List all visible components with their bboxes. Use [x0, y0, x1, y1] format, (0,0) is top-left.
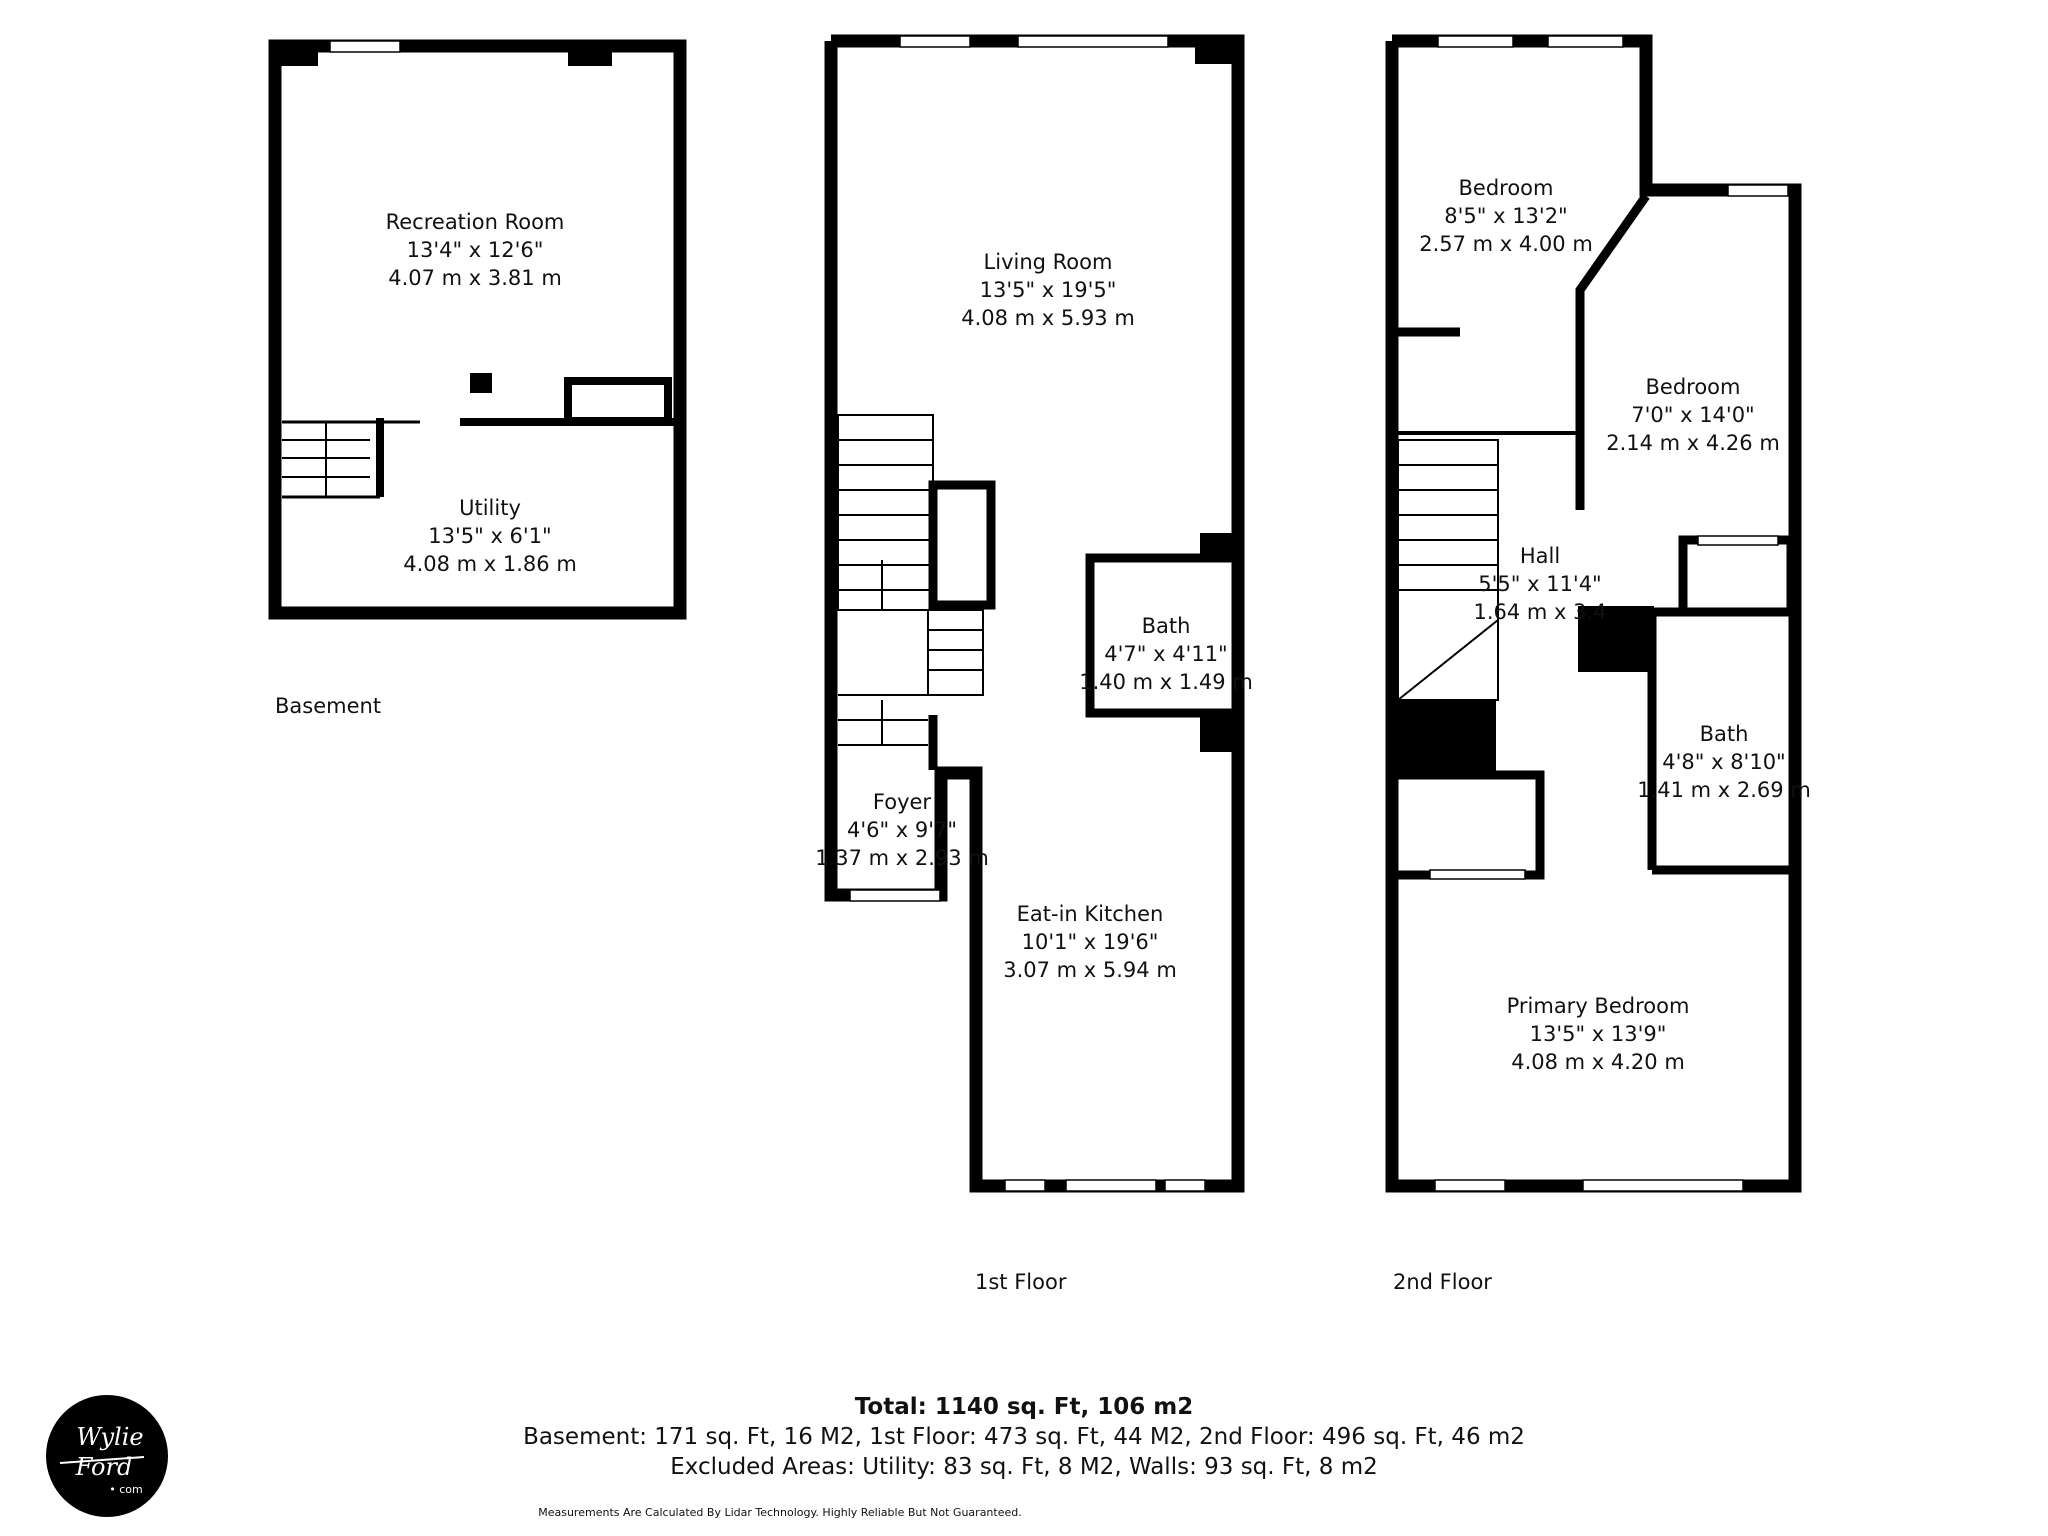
floor-label-2nd: 2nd Floor — [1393, 1270, 1492, 1294]
room-size-imperial: 10'1" x 19'6" — [1021, 930, 1159, 954]
room-name: Bedroom — [1458, 176, 1554, 200]
room-size-metric: 3.07 m x 5.94 m — [1003, 958, 1177, 982]
room-size-imperial: 13'5" x 19'5" — [979, 278, 1117, 302]
room-label-hall: Hall 5'5" x 11'4" 1.64 m x 3.4 — [1473, 542, 1606, 626]
room-size-metric: 4.08 m x 4.20 m — [1511, 1050, 1685, 1074]
room-name: Hall — [1519, 544, 1561, 568]
room-size-imperial: 13'5" x 6'1" — [428, 524, 552, 548]
room-size-imperial: 8'5" x 13'2" — [1444, 204, 1568, 228]
basement-plan — [268, 39, 687, 620]
room-label-living-room: Living Room 13'5" x 19'5" 4.08 m x 5.93 … — [961, 248, 1135, 332]
floor-label-basement: Basement — [275, 694, 382, 718]
floor-breakdown: Basement: 171 sq. Ft, 16 M2, 1st Floor: … — [523, 1424, 1525, 1450]
room-size-metric: 1.64 m x 3.4 — [1473, 600, 1607, 624]
room-size-metric: 2.14 m x 4.26 m — [1606, 431, 1780, 455]
area-summary: Total: 1140 sq. Ft, 106 m2 Basement: 171… — [0, 1392, 2048, 1482]
room-label-bath-1st: Bath 4'7" x 4'11" 1.40 m x 1.49 m — [1079, 612, 1253, 696]
room-label-bedroom-2: Bedroom 7'0" x 14'0" 2.14 m x 4.26 m — [1606, 373, 1780, 457]
room-label-bedroom-1: Bedroom 8'5" x 13'2" 2.57 m x 4.00 m — [1419, 174, 1593, 258]
logo-text-3: • com — [109, 1483, 142, 1496]
logo-stroke — [59, 1456, 145, 1464]
floor-label-1st: 1st Floor — [975, 1270, 1067, 1294]
room-name: Foyer — [872, 790, 932, 814]
disclaimer: Measurements Are Calculated By Lidar Tec… — [538, 1506, 1022, 1519]
room-size-imperial: 4'6" x 9'7" — [846, 818, 958, 842]
room-size-imperial: 4'8" x 8'10" — [1662, 750, 1786, 774]
wall-blocks — [278, 42, 1654, 772]
logo-text-2: Ford — [75, 1453, 133, 1481]
room-size-metric: 2.57 m x 4.00 m — [1419, 232, 1593, 256]
room-size-metric: 4.07 m x 3.81 m — [388, 266, 562, 290]
total-area: Total: 1140 sq. Ft, 106 m2 — [854, 1394, 1194, 1420]
room-label-utility: Utility 13'5" x 6'1" 4.08 m x 1.86 m — [403, 494, 577, 578]
room-size-metric: 1.41 m x 2.69 m — [1637, 778, 1811, 802]
room-label-primary-bedroom: Primary Bedroom 13'5" x 13'9" 4.08 m x 4… — [1507, 992, 1690, 1076]
room-size-imperial: 5'5" x 11'4" — [1478, 572, 1602, 596]
room-label-bath-2nd: Bath 4'8" x 8'10" 1.41 m x 2.69 m — [1637, 720, 1811, 804]
brand-logo: Wylie Ford • com — [46, 1395, 168, 1517]
room-name: Bath — [1141, 614, 1191, 638]
excluded-areas: Excluded Areas: Utility: 83 sq. Ft, 8 M2… — [670, 1454, 1378, 1480]
room-size-imperial: 13'4" x 12'6" — [406, 238, 544, 262]
logo-text-1: Wylie — [76, 1423, 143, 1451]
room-name: Recreation Room — [385, 210, 565, 234]
room-size-imperial: 7'0" x 14'0" — [1631, 403, 1755, 427]
room-size-metric: 1.40 m x 1.49 m — [1079, 670, 1253, 694]
room-size-metric: 4.08 m x 5.93 m — [961, 306, 1135, 330]
room-size-imperial: 13'5" x 13'9" — [1529, 1022, 1667, 1046]
room-name: Bedroom — [1645, 375, 1741, 399]
room-label-foyer: Foyer 4'6" x 9'7" 1.37 m x 2.93 m — [815, 788, 989, 872]
room-size-metric: 4.08 m x 1.86 m — [403, 552, 577, 576]
windows — [329, 35, 1789, 1192]
room-name: Eat-in Kitchen — [1016, 902, 1164, 926]
room-size-metric: 1.37 m x 2.93 m — [815, 846, 989, 870]
room-name: Utility — [459, 496, 521, 520]
room-label-recreation-room: Recreation Room 13'4" x 12'6" 4.07 m x 3… — [386, 208, 565, 292]
room-label-eat-in-kitchen: Eat-in Kitchen 10'1" x 19'6" 3.07 m x 5.… — [1003, 900, 1177, 984]
room-name: Bath — [1699, 722, 1749, 746]
room-name: Primary Bedroom — [1506, 994, 1690, 1018]
room-name: Living Room — [983, 250, 1113, 274]
room-size-imperial: 4'7" x 4'11" — [1104, 642, 1228, 666]
